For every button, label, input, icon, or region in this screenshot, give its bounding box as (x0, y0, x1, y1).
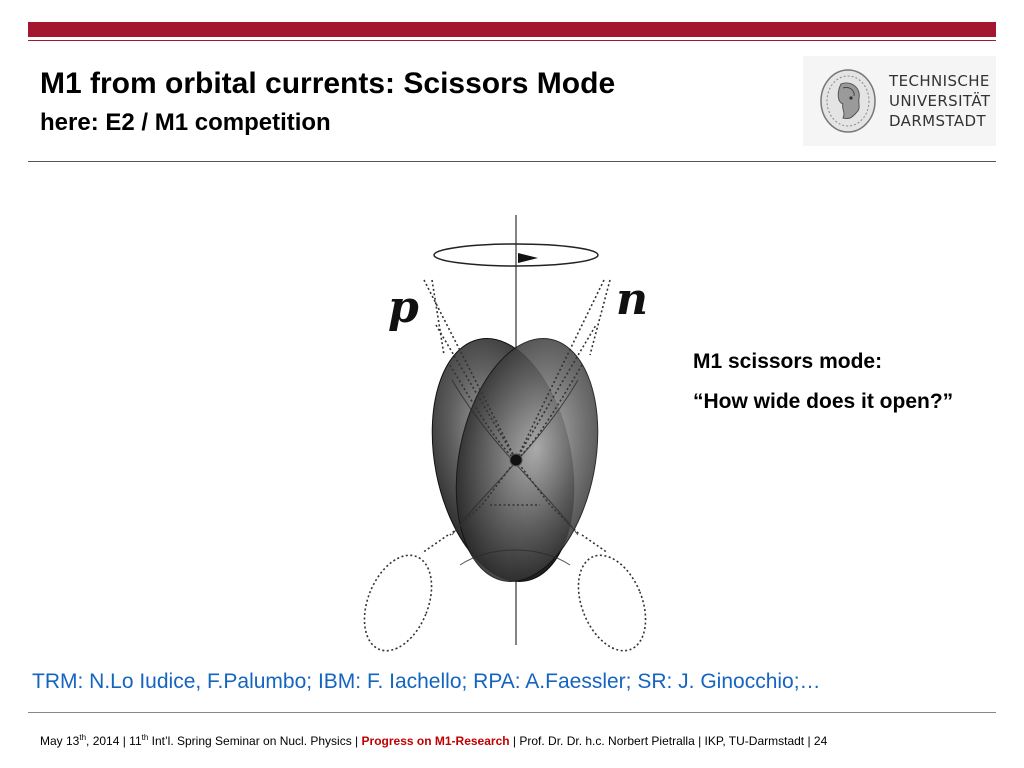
logo-line-1: TECHNISCHE (889, 72, 990, 90)
footer-date-day: May 13 (40, 734, 80, 748)
footer-talk-title: Progress on M1-Research (361, 734, 510, 748)
header-divider (28, 161, 996, 162)
footer-event: Int’l. Spring Seminar on Nucl. Physics | (148, 734, 362, 748)
slide-footer: May 13th, 2014 | 11th Int’l. Spring Semi… (40, 733, 827, 749)
slide-title: M1 from orbital currents: Scissors Mode (40, 67, 616, 100)
scissors-outline (363, 279, 647, 652)
athena-seal-icon (820, 69, 876, 133)
callout-question: “How wide does it open?” (693, 390, 954, 413)
left-scissor-loop (363, 554, 433, 652)
header-accent-bar (28, 22, 996, 37)
neutron-label: n (616, 274, 648, 325)
proton-label: p (388, 282, 419, 333)
footer-divider (28, 712, 996, 713)
logo-wordmark: TECHNISCHE UNIVERSITÄT DARMSTADT (889, 71, 999, 131)
pivot-icon (509, 453, 523, 467)
footer-date-year: , 2014 | 11 (86, 734, 142, 748)
header-accent-line (28, 40, 996, 41)
right-scissor-loop (577, 554, 647, 652)
rotation-arrow-icon (518, 253, 538, 263)
page-number: 24 (813, 734, 828, 748)
slide-subtitle: here: E2 / M1 competition (40, 109, 331, 136)
footer-date-suffix: th (79, 733, 87, 742)
rotation-ring (433, 243, 599, 267)
logo-line-2: UNIVERSITÄT (889, 92, 991, 110)
neutron-ellipsoid (455, 338, 599, 582)
footer-edition-suffix: th (141, 733, 149, 742)
scissors-mode-figure: p n (363, 215, 648, 652)
callout-box: M1 scissors mode: “How wide does it open… (693, 348, 953, 416)
university-logo: TECHNISCHE UNIVERSITÄT DARMSTADT (803, 56, 996, 146)
footer-author: | Prof. Dr. Dr. h.c. Norbert Pietralla |… (509, 734, 814, 748)
logo-line-3: DARMSTADT (889, 112, 987, 130)
theory-references: TRM: N.Lo Iudice, F.Palumbo; IBM: F. Iac… (32, 670, 821, 693)
callout-heading: M1 scissors mode: (693, 350, 883, 373)
